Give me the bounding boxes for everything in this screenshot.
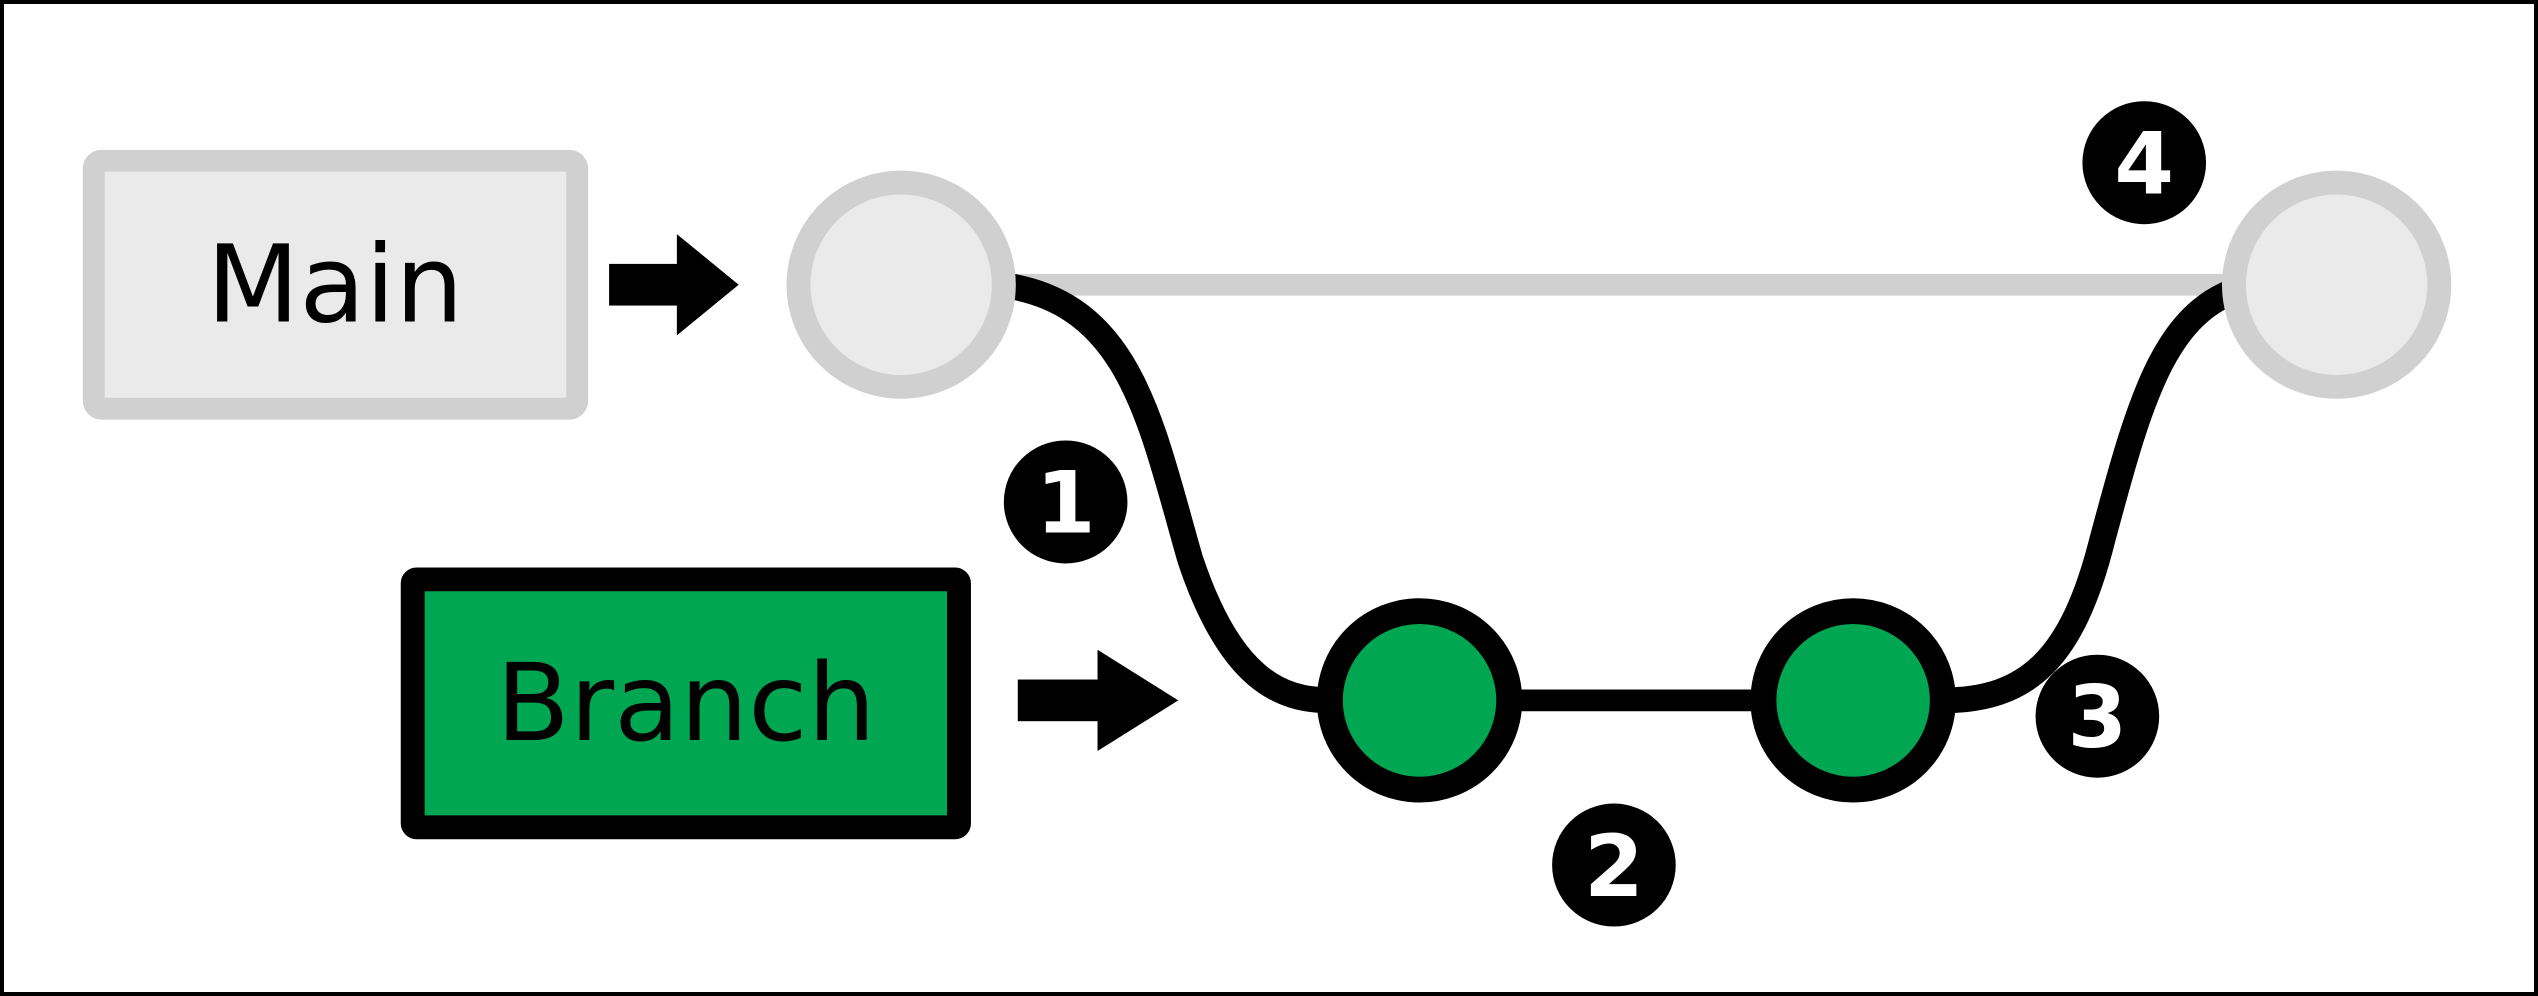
main-label-box[interactable]: Main bbox=[82, 149, 589, 420]
branch-label-box[interactable]: Branch bbox=[400, 567, 971, 840]
step-badge-4[interactable]: 4 bbox=[2082, 101, 2207, 225]
git-branch-diagram: Main Branch 1 2 3 bbox=[82, 101, 2452, 927]
step-badge-2[interactable]: 2 bbox=[1552, 803, 1676, 927]
step-badge-2-number: 2 bbox=[1584, 818, 1644, 917]
commit-node-branch-2[interactable] bbox=[1750, 598, 1956, 803]
step-badge-1[interactable]: 1 bbox=[1003, 440, 1128, 564]
branch-label-box-rect bbox=[400, 567, 971, 840]
step-badge-3-circle bbox=[2035, 654, 2160, 778]
main-arrow-icon bbox=[609, 234, 739, 336]
step-badge-2-circle bbox=[1552, 803, 1676, 927]
branch-off-curve bbox=[987, 271, 1343, 714]
main-label-box-rect bbox=[82, 149, 589, 420]
step-badge-4-number: 4 bbox=[2114, 116, 2174, 215]
step-badge-3[interactable]: 3 bbox=[2035, 654, 2160, 778]
commit-node-main-merge[interactable] bbox=[2221, 170, 2452, 399]
step-badge-1-number: 1 bbox=[1036, 455, 1096, 554]
commit-node-main-start[interactable] bbox=[786, 170, 1016, 399]
branch-arrow-icon bbox=[1017, 649, 1179, 751]
step-badge-3-number: 3 bbox=[2068, 669, 2128, 768]
commit-node-branch-1[interactable] bbox=[1316, 598, 1523, 803]
step-badge-1-circle bbox=[1003, 440, 1128, 564]
branch-label-text: Branch bbox=[496, 641, 876, 766]
merge-back-curve bbox=[1929, 271, 2270, 714]
main-label-text: Main bbox=[206, 223, 463, 348]
step-badge-4-circle bbox=[2082, 101, 2207, 225]
